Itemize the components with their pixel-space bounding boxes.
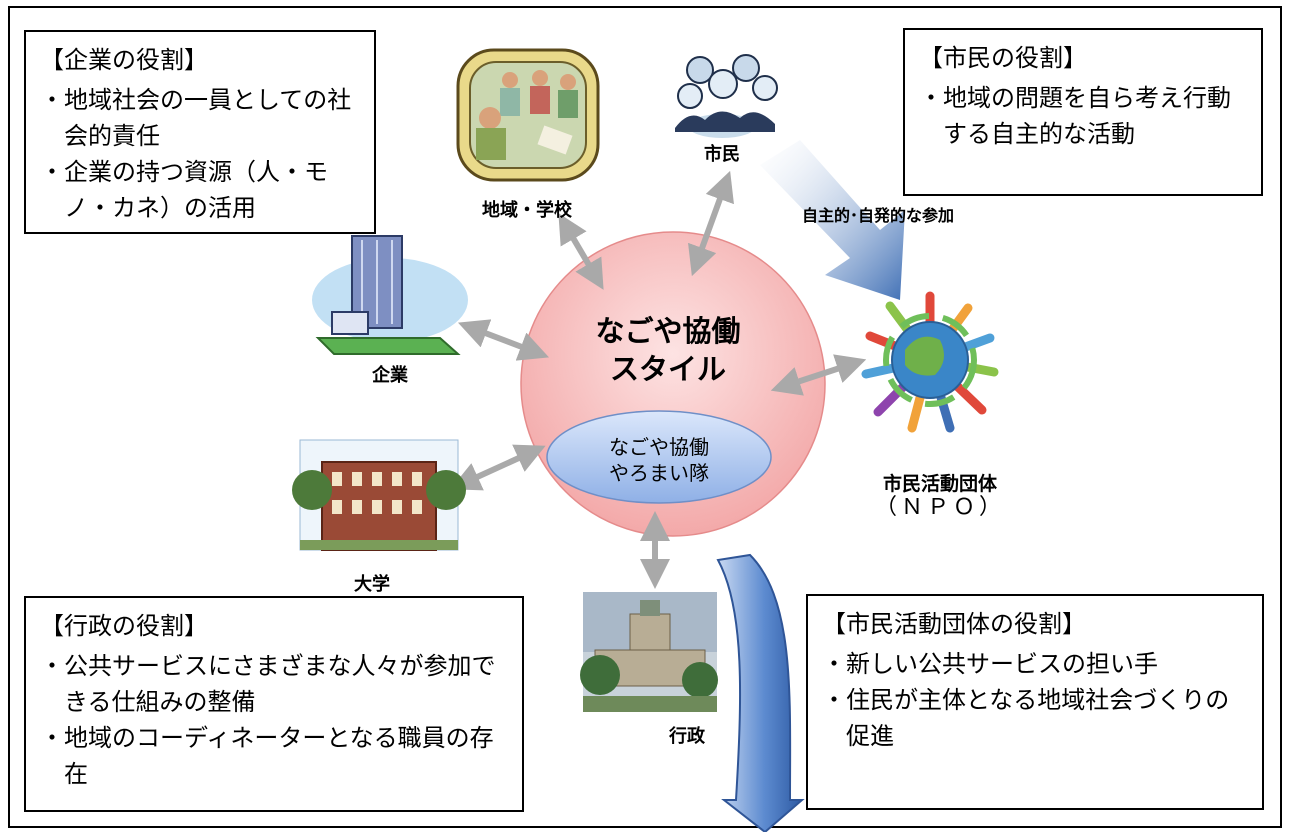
- role-item-npo-1: 新しい公共サービスの担い手: [822, 646, 1248, 682]
- role-title-company: 【企業の役割】: [40, 46, 208, 74]
- double-arrow-university: [450, 444, 546, 491]
- label-company: 企業: [372, 365, 408, 386]
- label-npo: 市民活動団体 （ＮＰＯ）: [860, 472, 1020, 520]
- double-arrow-community: [558, 213, 604, 290]
- inner-title: なごや協働 やろまい隊: [550, 434, 768, 486]
- participation-arrow: [760, 140, 905, 300]
- role-title-npo: 【市民活動団体の役割】: [822, 610, 1086, 638]
- double-arrow-npo: [770, 354, 867, 396]
- citizens-illustration: [675, 54, 778, 138]
- community-illustration: [456, 48, 600, 182]
- label-npo-name: 市民活動団体: [882, 473, 997, 495]
- center-title-line1: なごや協働: [595, 314, 741, 348]
- inner-title-line2: やろまい隊: [609, 461, 709, 485]
- curved-flow-arrow: [716, 553, 805, 832]
- role-item-company-1: 地域社会の一員としての社会的責任: [40, 82, 360, 154]
- role-box-npo: 【市民活動団体の役割】 新しい公共サービスの担い手 住民が主体となる地域社会づく…: [806, 594, 1264, 810]
- inner-title-line1: なごや協働: [609, 435, 709, 459]
- inner-ellipse: [546, 410, 772, 504]
- role-item-government-1: 公共サービスにさまざまな人々が参加できる仕組みの整備: [40, 648, 508, 720]
- double-arrows: [450, 170, 867, 589]
- role-box-company: 【企業の役割】 地域社会の一員としての社会的責任 企業の持つ資源（人・モノ・カネ…: [24, 30, 376, 234]
- label-npo-abbr: （ＮＰＯ）: [874, 495, 1005, 520]
- double-arrow-company: [457, 319, 550, 361]
- center-title: なごや協働 スタイル: [538, 312, 798, 388]
- participation-label: 自主的･自発的な参加: [802, 206, 955, 225]
- role-title-citizens: 【市民の役割】: [919, 44, 1087, 72]
- role-title-government: 【行政の役割】: [40, 612, 208, 640]
- role-item-npo-2: 住民が主体となる地域社会づくりの促進: [822, 682, 1248, 754]
- center-title-line2: スタイル: [609, 352, 726, 386]
- label-community: 地域・学校: [482, 200, 572, 221]
- role-box-government: 【行政の役割】 公共サービスにさまざまな人々が参加できる仕組みの整備 地域のコー…: [24, 596, 524, 812]
- university-illustration: [292, 439, 466, 551]
- role-item-citizens-1: 地域の問題を自ら考え行動する自主的な活動: [919, 80, 1247, 152]
- label-university: 大学: [354, 574, 390, 595]
- double-arrow-citizens: [688, 170, 734, 277]
- label-government: 行政: [669, 726, 705, 747]
- company-illustration: [312, 235, 468, 355]
- diagram-frame: [8, 6, 1282, 828]
- government-photo: [580, 592, 718, 712]
- label-citizens: 市民: [704, 144, 740, 165]
- role-item-government-2: 地域のコーディネーターとなる職員の存在: [40, 720, 508, 792]
- npo-illustration: [861, 291, 999, 433]
- role-item-company-2: 企業の持つ資源（人・モノ・カネ）の活用: [40, 154, 360, 226]
- role-box-citizens: 【市民の役割】 地域の問題を自ら考え行動する自主的な活動: [903, 28, 1263, 196]
